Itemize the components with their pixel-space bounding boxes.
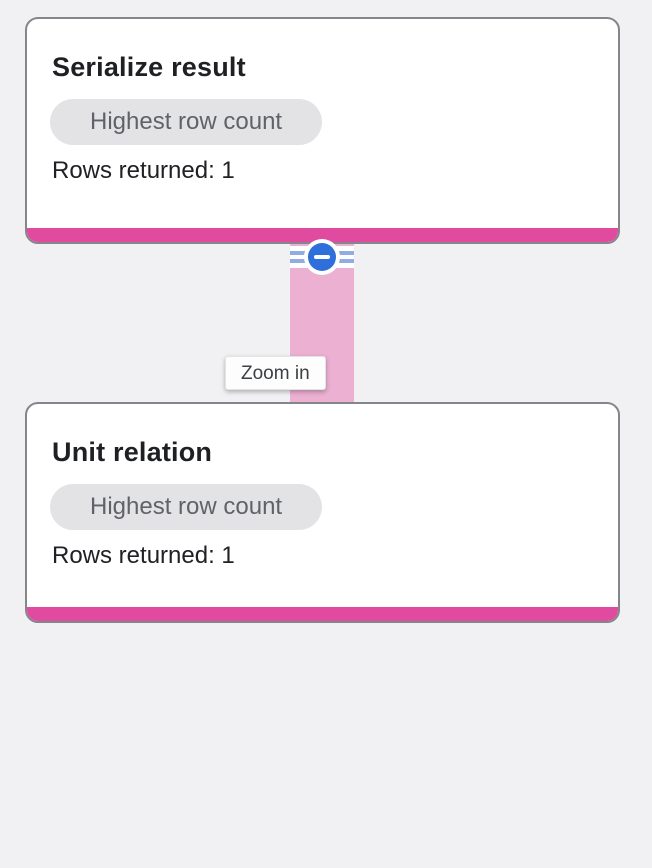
minus-glyph [314,255,330,259]
rows-returned-label: Rows returned: 1 [52,542,235,569]
node-title: Unit relation [52,437,213,467]
rows-returned-label: Rows returned: 1 [52,157,235,184]
highest-row-count-badge: Highest row count [50,484,323,530]
node-unit-relation[interactable]: Unit relation Highest row count Rows ret… [25,402,620,623]
accent-bar [27,607,618,621]
collapse-edge-button[interactable] [304,239,340,275]
node-serialize-result[interactable]: Serialize result Highest row count Rows … [25,17,620,244]
node-title: Serialize result [52,52,246,82]
zoom-in-tooltip: Zoom in [225,356,326,390]
highest-row-count-badge: Highest row count [50,99,323,145]
accent-bar [27,228,618,242]
minus-circle-icon [308,243,336,271]
